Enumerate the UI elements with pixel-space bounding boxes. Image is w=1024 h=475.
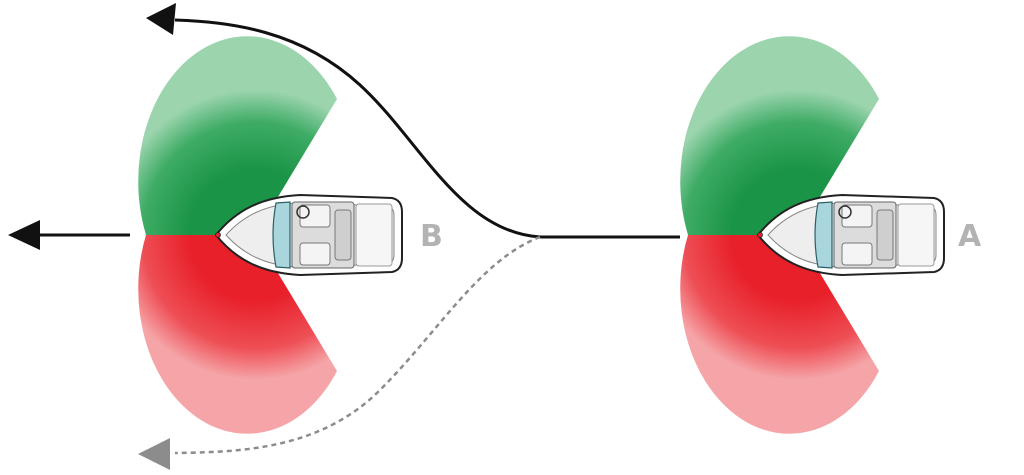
course-line-lower-dashed [174, 235, 541, 455]
boat-a-label: A [958, 219, 982, 254]
boat-b-label: B [420, 219, 443, 254]
course-paths [8, 3, 680, 470]
starboard-light-sector-b [138, 36, 337, 236]
course-line-upper [174, 18, 541, 239]
starboard-light-sector-a [680, 36, 879, 235]
port-light-sector-b [138, 235, 337, 434]
arrow-head-b-icon [8, 220, 40, 250]
boat-a-icon [756, 193, 945, 277]
boat-b-icon [214, 193, 403, 277]
arrow-head-lower-icon [138, 438, 170, 470]
boat-b-group: B [138, 36, 443, 434]
port-light-sector-a [680, 235, 879, 434]
arrow-head-upper-icon [146, 3, 176, 35]
boat-a-group: A [680, 36, 982, 434]
